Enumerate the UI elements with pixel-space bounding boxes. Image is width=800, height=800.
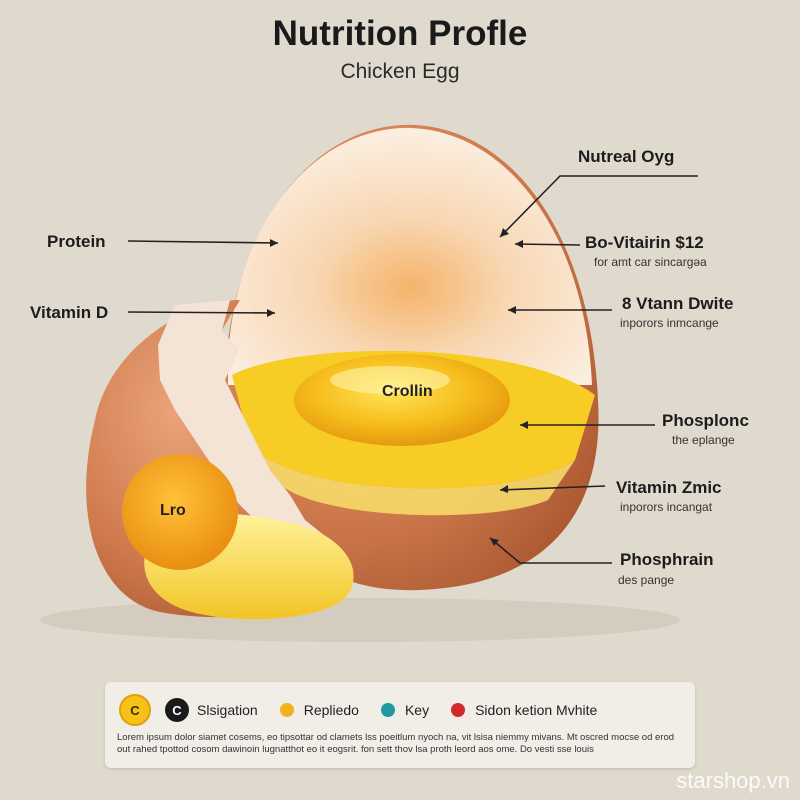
label-8-vtann-dwite: 8 Vtann Dwite	[622, 294, 734, 313]
legend-item-slsigation: C Slsigation	[165, 698, 258, 722]
legend-letter-icon: C	[165, 698, 189, 722]
legend-label-key: Key	[404, 702, 430, 718]
pointer-protein	[127, 240, 279, 244]
watermark: starshop.vn	[676, 768, 790, 793]
label-vitamin-zmic: Vitamin Zmic	[616, 478, 722, 497]
label-bo-vitairin: Bo-Vitairin $12	[585, 233, 704, 252]
pointer-bo-vitairin	[514, 243, 581, 246]
label-phosplonc: Phosplonc	[662, 411, 749, 430]
page-title: Nutrition Profle	[272, 14, 528, 53]
label-phosphrain: Phosphrain	[620, 550, 714, 569]
desc-bo-vitairin: for amt car sincargəa	[594, 255, 707, 269]
legend-panel: C C Slsigation Repliedo Key Sidon ketion…	[105, 682, 695, 768]
arrow-phosphrain	[490, 538, 499, 546]
egg-white-dome	[228, 127, 592, 386]
label-nutreal-oyg: Nutreal Oyg	[578, 147, 675, 166]
pointer-vitamin-zmic	[499, 485, 606, 491]
page-subtitle: Chicken Egg	[340, 60, 460, 83]
legend-dot-teal	[380, 703, 395, 717]
arrow-nutreal	[500, 228, 509, 237]
arrow-phosplonc	[520, 421, 528, 429]
pointer-phosphrain	[489, 537, 612, 564]
desc-phosphrain: des pange	[618, 573, 675, 587]
legend-item-sidon: Sidon ketion Mvhite	[451, 702, 597, 718]
arrow-protein	[270, 239, 278, 247]
arrow-8-vtann	[508, 306, 516, 314]
yolk-center-label: Crollin	[382, 383, 433, 400]
arrow-vitamin-d	[267, 309, 275, 317]
legend-keys: C C Slsigation Repliedo Key Sidon ketion…	[119, 692, 619, 728]
legend-dot-red	[451, 703, 466, 717]
label-vitamin-d: Vitamin D	[30, 303, 109, 322]
egg-shadow	[40, 598, 680, 642]
legend-label-slsigation: Slsigation	[197, 702, 258, 718]
small-yolk-label: Lro	[160, 502, 186, 519]
desc-8-vtann-dwite: inporors inmcange	[620, 316, 719, 330]
central-yolk-shine	[330, 366, 450, 394]
pointer-vitamin-d	[127, 311, 276, 314]
legend-label-sidon: Sidon ketion Mvhite	[475, 702, 598, 718]
legend-body-text: Lorem ipsum dolor siamet cosems, eo tips…	[117, 732, 675, 755]
legend-item-repliedo: Repliedo	[279, 702, 359, 718]
label-protein: Protein	[47, 232, 106, 251]
arrow-bo-vitairin	[515, 240, 523, 248]
pointer-nutreal	[499, 175, 698, 238]
pointer-lines	[127, 175, 698, 564]
legend-label-repliedo: Repliedo	[303, 702, 359, 718]
shell-membrane	[158, 300, 345, 575]
pointer-heads	[267, 228, 528, 546]
legend-badge-icon: C	[119, 694, 151, 726]
desc-vitamin-zmic: inporors incangat	[620, 500, 713, 514]
legend-item-key: Key	[380, 702, 430, 718]
arrow-vitamin-zmic	[500, 485, 508, 493]
yolk-layer-lower	[250, 445, 575, 516]
legend-dot-orange	[279, 703, 294, 717]
desc-phosplonc: the eplange	[672, 433, 735, 447]
small-yolk	[122, 454, 238, 570]
